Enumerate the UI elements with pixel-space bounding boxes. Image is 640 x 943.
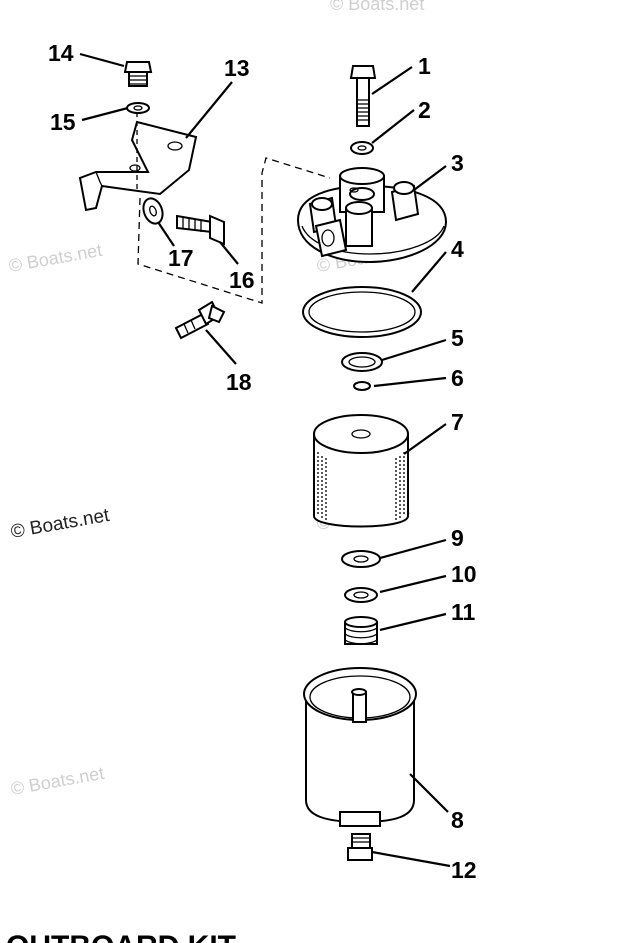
part-4-oring bbox=[302, 286, 422, 338]
callout-2: 2 bbox=[418, 97, 431, 123]
callout-4: 4 bbox=[451, 236, 464, 262]
part-10-washer bbox=[344, 587, 378, 603]
part-8-filter-bowl bbox=[303, 667, 417, 827]
watermark-left-mid: © Boats.net bbox=[9, 505, 111, 543]
callout-10: 10 bbox=[451, 561, 477, 587]
watermark-top: © Boats.net bbox=[330, 0, 424, 14]
callout-3: 3 bbox=[451, 150, 464, 176]
callout-18: 18 bbox=[226, 369, 252, 395]
bottom-clipped-caption: OUTBOARD KIT bbox=[6, 930, 236, 943]
callout-16: 16 bbox=[229, 267, 255, 293]
part-6-small-oring bbox=[353, 381, 371, 391]
callout-5: 5 bbox=[451, 325, 464, 351]
part-5-gasket bbox=[341, 352, 383, 372]
callout-11: 11 bbox=[451, 599, 476, 625]
callout-1: 1 bbox=[418, 53, 431, 79]
watermark-left-upper: © Boats.net bbox=[7, 240, 103, 276]
callout-12: 12 bbox=[451, 857, 477, 883]
part-7-filter-element bbox=[313, 414, 409, 528]
part-3-filter-head bbox=[296, 167, 448, 264]
part-2-washer bbox=[350, 141, 374, 155]
part-16-bolt bbox=[176, 214, 225, 246]
part-13-bracket bbox=[78, 120, 198, 212]
part-17-washer bbox=[142, 197, 164, 225]
callout-8: 8 bbox=[451, 807, 464, 833]
callout-15: 15 bbox=[50, 109, 76, 135]
callout-13: 13 bbox=[224, 55, 250, 81]
callout-6: 6 bbox=[451, 365, 464, 391]
part-11-spring bbox=[344, 616, 378, 645]
callout-labels: 1 2 3 4 5 6 7 8 9 10 11 12 13 14 15 16 1… bbox=[48, 40, 477, 883]
watermark-left-lower: © Boats.net bbox=[9, 763, 105, 799]
part-9-washer bbox=[341, 550, 381, 568]
part-14-bolt bbox=[123, 61, 153, 87]
callout-7: 7 bbox=[451, 409, 464, 435]
part-12-drain-plug bbox=[347, 833, 373, 861]
part-18-fitting bbox=[174, 300, 226, 340]
callout-14: 14 bbox=[48, 40, 74, 66]
callout-9: 9 bbox=[451, 525, 464, 551]
leader-lines bbox=[79, 52, 451, 868]
part-1-bolt bbox=[349, 65, 377, 127]
callout-17: 17 bbox=[168, 245, 194, 271]
part-15-lockwasher bbox=[126, 102, 150, 114]
